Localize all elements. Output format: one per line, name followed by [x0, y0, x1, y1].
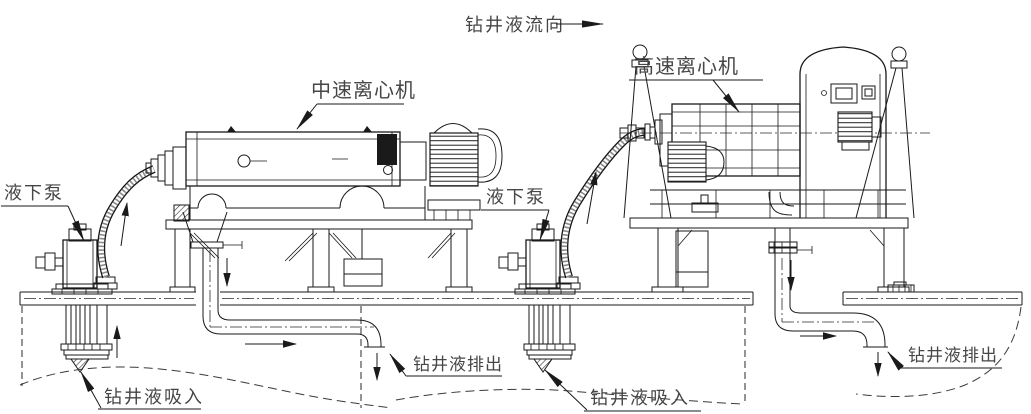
control-panel	[821, 83, 876, 104]
label-medium-speed-centrifuge: 中速离心机	[296, 78, 416, 130]
label-discharge-left: 钻井液排出	[389, 353, 503, 377]
drive-motor-left	[667, 141, 707, 183]
flow-arrow-up-icon	[120, 202, 129, 247]
mud-tank-right	[395, 306, 746, 405]
leader-arrow-icon	[80, 371, 102, 409]
label-pump-right: 液下泵	[481, 187, 550, 241]
label-suction-right: 钻井液吸入	[544, 369, 701, 412]
leader-arrow-icon	[296, 103, 318, 130]
leader-arrow-icon	[887, 351, 905, 371]
discharge-left-text: 钻井液排出	[413, 355, 503, 375]
label-discharge-right: 钻井液排出	[887, 346, 1002, 371]
label-pump-left: 液下泵	[1, 183, 85, 242]
discharge-pipe-left	[182, 211, 385, 381]
flow-direction-text: 钻井液流向	[465, 15, 565, 36]
leader-arrow-icon	[712, 79, 740, 113]
leader-arrow-icon	[67, 205, 85, 242]
feed-hose-left	[97, 165, 156, 279]
medium-speed-centrifuge	[145, 123, 503, 293]
mud-pit-right	[855, 306, 1022, 398]
pump-right-text: 液下泵	[486, 187, 546, 208]
flow-arrow-up-icon	[586, 171, 598, 225]
high-speed-centrifuge	[619, 44, 930, 303]
platform-deck	[19, 281, 1023, 306]
feed-hose-right	[560, 119, 663, 279]
label-suction-left: 钻井液吸入	[80, 371, 204, 410]
medium-speed-text: 中速离心机	[311, 78, 416, 102]
deck-anchor-fixture	[887, 281, 915, 293]
leader-arrow-icon	[539, 209, 550, 241]
leader-arrow-icon	[389, 353, 407, 377]
discharge-pipe-right	[774, 258, 888, 377]
discharge-right-text: 钻井液排出	[908, 346, 998, 366]
label-high-speed-centrifuge: 高速离心机	[629, 54, 763, 113]
suction-right-text: 钻井液吸入	[590, 388, 690, 409]
drive-motor-right	[837, 111, 873, 143]
flow-direction-label: 钻井液流向	[465, 15, 604, 36]
high-speed-text: 高速离心机	[634, 54, 739, 78]
main-motor	[429, 132, 479, 187]
leader-arrow-icon	[544, 369, 588, 411]
suction-left-text: 钻井液吸入	[104, 387, 204, 408]
suction-strainer	[70, 358, 90, 373]
suction-strainer	[533, 358, 553, 373]
pump-left-text: 液下泵	[4, 183, 64, 204]
